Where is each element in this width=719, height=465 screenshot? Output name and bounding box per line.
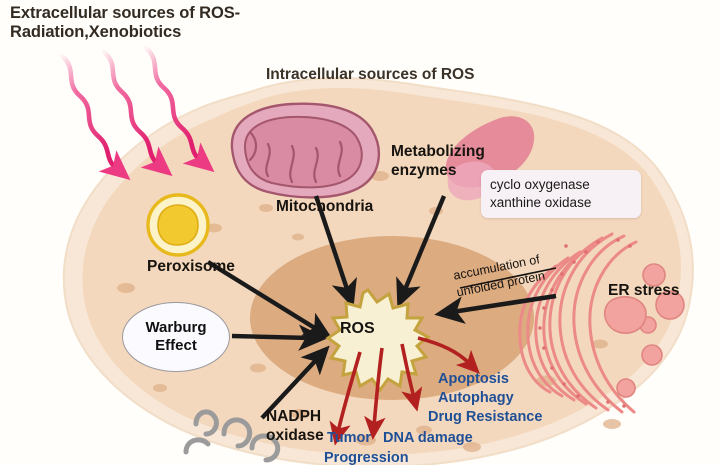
arrow-peroxisome-to-ros bbox=[206, 260, 333, 340]
label-er-stress: ER stress bbox=[608, 282, 680, 299]
source-arrows bbox=[206, 195, 447, 420]
arrow-to-drug-resistance bbox=[400, 343, 423, 412]
arrow-to-dna-damage bbox=[364, 347, 386, 440]
heading-extracellular-sources: Extracellular sources of ROS- Radiation,… bbox=[10, 4, 241, 41]
label-peroxisome: Peroxisome bbox=[147, 258, 235, 275]
label-ros: ROS bbox=[340, 320, 375, 337]
heading-intracellular-sources: Intracellular sources of ROS bbox=[266, 66, 475, 83]
arrow-enzymes-to-ros bbox=[396, 195, 447, 308]
label-metabolizing-enzymes: Metabolizing enzymes bbox=[391, 143, 485, 180]
ros-burst bbox=[325, 288, 431, 393]
arrow-mitochondria-to-ros bbox=[313, 195, 357, 309]
arrow-warburg-to-ros bbox=[231, 324, 328, 351]
er-ribosomes bbox=[538, 238, 632, 408]
outcome-drug-resistance: Drug Resistance bbox=[428, 409, 543, 425]
warburg-effect-node: Warburg Effect bbox=[122, 302, 230, 372]
enzyme-example-2: xanthine oxidase bbox=[490, 194, 592, 210]
nadph-oxidase-membrane bbox=[183, 409, 281, 463]
mitochondrion bbox=[230, 102, 380, 199]
enzyme-example-1: cyclo oxygenase bbox=[490, 177, 590, 192]
unfolded-protein-underline bbox=[459, 267, 557, 289]
radiation-arrows bbox=[59, 45, 215, 181]
outcome-tumor: Tumor bbox=[327, 430, 372, 446]
ros-effect-arrows bbox=[329, 336, 480, 446]
warburg-line-2: Effect bbox=[155, 337, 197, 354]
er-vesicles bbox=[603, 263, 685, 398]
outcome-autophagy: Autophagy bbox=[438, 390, 514, 406]
er-stress-arrow bbox=[434, 293, 557, 324]
label-nadph-oxidase: NADPH oxidase bbox=[266, 408, 324, 445]
endoplasmic-reticulum bbox=[518, 232, 638, 414]
peroxisome bbox=[146, 193, 210, 257]
outcome-progression: Progression bbox=[324, 450, 409, 465]
arrow-nadph-to-ros bbox=[260, 345, 330, 420]
outcome-dna-damage: DNA damage bbox=[383, 430, 473, 446]
arrow-to-apoptosis bbox=[417, 336, 480, 374]
outcome-apoptosis: Apoptosis bbox=[438, 371, 509, 387]
arrow-to-tumor-progression bbox=[329, 351, 362, 446]
label-mitochondria: Mitochondria bbox=[276, 198, 374, 215]
warburg-line-1: Warburg bbox=[145, 319, 207, 336]
enzyme-examples-box: cyclo oxygenase xanthine oxidase bbox=[481, 170, 641, 219]
